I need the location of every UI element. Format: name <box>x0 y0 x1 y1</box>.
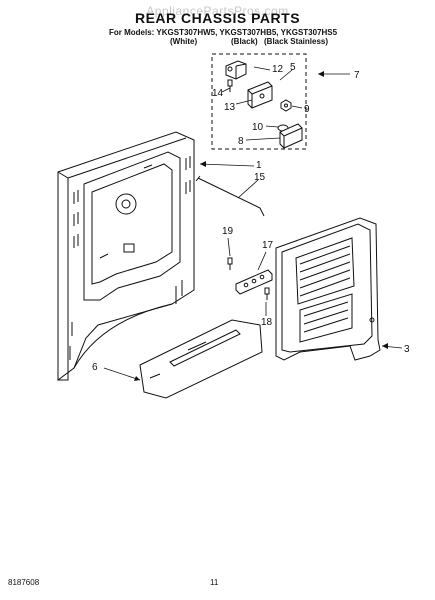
leader-9 <box>291 105 303 109</box>
part-9-nut <box>280 99 292 112</box>
part-14-screw <box>227 79 233 92</box>
page-number: 11 <box>210 578 219 587</box>
part-13-switch <box>247 81 273 109</box>
document-number: 8187608 <box>8 578 40 587</box>
leader-6 <box>103 367 141 381</box>
part-15-rod <box>195 175 265 217</box>
part-18-screw <box>264 287 270 300</box>
callout-12: 12 <box>272 64 284 75</box>
leader-10 <box>265 125 279 128</box>
arrowhead-1 <box>200 161 206 167</box>
leader-19 <box>227 237 231 257</box>
model-list: For Models: YKGST307HW5, YKGST307HB5, YK… <box>109 28 338 37</box>
part-17-terminal-block <box>235 269 273 295</box>
callout-7: 7 <box>354 70 360 81</box>
watermark: AppliancePartsPros.com <box>146 4 289 18</box>
color-label-black: (Black) <box>231 37 258 46</box>
leader-14 <box>221 87 231 93</box>
leader-5 <box>279 69 293 81</box>
callout-1: 1 <box>256 160 262 171</box>
leader-17 <box>257 251 267 271</box>
callout-17: 17 <box>262 240 274 251</box>
callout-6: 6 <box>92 362 98 373</box>
color-label-white: (White) <box>170 37 198 46</box>
callout-13: 13 <box>224 102 236 113</box>
part-8-clip <box>279 123 303 149</box>
leader-15 <box>237 179 259 199</box>
callout-5: 5 <box>290 62 296 73</box>
part-1-rear-chassis <box>57 131 195 381</box>
arrowhead-6 <box>134 376 140 381</box>
leader-13 <box>235 99 253 105</box>
color-label-stainless: (Black Stainless) <box>264 37 329 46</box>
page-title: REAR CHASSIS PARTS <box>134 10 301 26</box>
arrowhead-7 <box>318 71 324 77</box>
part-6-lower-panel <box>139 319 263 399</box>
callout-10: 10 <box>252 122 264 133</box>
part-12-bracket <box>225 60 247 80</box>
callout-19: 19 <box>222 226 234 237</box>
callout-3: 3 <box>404 344 410 355</box>
arrowhead-3 <box>382 343 388 349</box>
callout-8: 8 <box>238 136 244 147</box>
callout-15: 15 <box>254 172 266 183</box>
leader-12 <box>253 66 271 71</box>
leader-8 <box>245 137 281 141</box>
callout-14: 14 <box>212 88 224 99</box>
callout-18: 18 <box>261 317 273 328</box>
callout-9: 9 <box>304 104 310 115</box>
part-group-7-box <box>211 53 307 150</box>
part-19-screw <box>227 257 233 270</box>
part-3-rear-cover <box>275 217 381 361</box>
leader-1 <box>199 163 255 167</box>
